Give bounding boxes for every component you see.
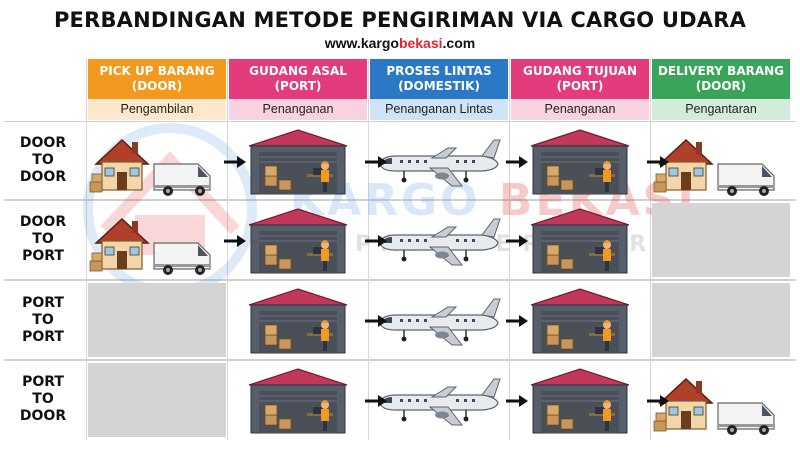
step-cell	[511, 203, 649, 277]
header-title-line1: GUDANG TUJUAN	[522, 64, 637, 78]
row-label-port-to-port: PORT TO PORT	[4, 295, 82, 346]
warehouse-icon	[248, 208, 348, 274]
warehouse-icon	[530, 288, 630, 354]
subheader-transit: Penanganan Lintas	[370, 99, 508, 120]
website-brand-b: bekasi	[398, 35, 443, 51]
header-delivery: DELIVERY BARANG (DOOR)	[652, 59, 790, 99]
row-label-line: TO	[32, 152, 54, 168]
warehouse-icon	[248, 288, 348, 354]
header-title-line2: (DOMESTIK)	[398, 79, 480, 93]
arrow-right-icon	[365, 315, 387, 327]
column-divider	[227, 59, 228, 440]
header-title-line1: DELIVERY BARANG	[657, 64, 785, 78]
step-cell	[370, 283, 508, 357]
header-title-line1: PICK UP BARANG	[99, 64, 215, 78]
website-prefix: www.	[324, 35, 361, 51]
step-cell	[88, 124, 226, 198]
step-cell	[229, 124, 367, 198]
website-suffix: .com	[442, 35, 476, 51]
page-title: PERBANDINGAN METODE PENGIRIMAN VIA CARGO…	[53, 8, 747, 32]
header-title-line2: (DOOR)	[131, 79, 183, 93]
row-label-line: PORT	[22, 374, 64, 390]
row-label-line: DOOR	[19, 408, 67, 424]
empty-cell	[652, 203, 790, 277]
row-divider	[4, 121, 796, 122]
row-label-door-to-door: DOOR TO DOOR	[4, 135, 82, 186]
airplane-icon	[379, 298, 501, 346]
step-cell	[88, 203, 226, 277]
header-pickup: PICK UP BARANG (DOOR)	[88, 59, 226, 99]
subheader-delivery: Pengantaran	[652, 99, 790, 120]
house-van-icon	[653, 377, 775, 435]
arrow-right-icon	[506, 156, 528, 168]
warehouse-icon	[530, 208, 630, 274]
header-transit: PROSES LINTAS (DOMESTIK)	[370, 59, 508, 99]
warehouse-icon	[530, 129, 630, 195]
arrow-right-icon	[506, 235, 528, 247]
step-cell	[229, 203, 367, 277]
warehouse-icon	[248, 129, 348, 195]
airplane-icon	[379, 378, 501, 426]
row-label-port-to-door: PORT TO DOOR	[4, 374, 82, 425]
row-label-line: TO	[32, 391, 54, 407]
row-label-line: TO	[32, 231, 54, 247]
column-divider	[86, 59, 87, 440]
arrow-right-icon	[365, 235, 387, 247]
airplane-icon	[379, 218, 501, 266]
step-cell	[229, 283, 367, 357]
arrow-right-icon	[365, 156, 387, 168]
step-cell	[511, 363, 649, 437]
arrow-right-icon	[506, 395, 528, 407]
row-label-line: DOOR	[19, 214, 67, 230]
airplane-icon	[379, 139, 501, 187]
empty-cell	[652, 283, 790, 357]
row-divider	[4, 199, 796, 201]
arrow-right-icon	[224, 156, 246, 168]
step-cell	[370, 203, 508, 277]
header-title-line1: GUDANG ASAL	[249, 64, 347, 78]
column-divider	[509, 59, 510, 440]
subheader-destination-warehouse: Penanganan	[511, 99, 649, 120]
row-divider	[4, 279, 796, 281]
step-cell	[511, 283, 649, 357]
row-label-line: PORT	[22, 295, 64, 311]
warehouse-icon	[530, 368, 630, 434]
warehouse-icon	[248, 368, 348, 434]
empty-cell	[88, 363, 226, 437]
house-van-icon	[89, 217, 211, 275]
row-divider	[4, 359, 796, 361]
row-label-line: TO	[32, 312, 54, 328]
header-destination-warehouse: GUDANG TUJUAN (PORT)	[511, 59, 649, 99]
row-label-line: DOOR	[19, 169, 67, 185]
row-label-door-to-port: DOOR TO PORT	[4, 214, 82, 265]
website-url: www.kargobekasi.com	[0, 35, 800, 51]
header-origin-warehouse: GUDANG ASAL (PORT)	[229, 59, 367, 99]
step-cell	[652, 124, 790, 198]
row-label-line: DOOR	[19, 135, 67, 151]
subheader-origin-warehouse: Penanganan	[229, 99, 367, 120]
step-cell	[652, 363, 790, 437]
header-title-line2: (PORT)	[274, 79, 322, 93]
arrow-right-icon	[647, 156, 669, 168]
step-cell	[229, 363, 367, 437]
subheader-pickup: Pengambilan	[88, 99, 226, 120]
header-title-line2: (PORT)	[556, 79, 604, 93]
arrow-right-icon	[647, 395, 669, 407]
empty-cell	[88, 283, 226, 357]
house-van-icon	[89, 138, 211, 196]
column-divider	[368, 59, 369, 440]
column-divider	[650, 59, 651, 440]
house-van-icon	[653, 138, 775, 196]
row-label-line: PORT	[22, 248, 64, 264]
row-label-line: PORT	[22, 329, 64, 345]
step-cell	[511, 124, 649, 198]
website-brand-a: kargo	[360, 35, 399, 51]
arrow-right-icon	[224, 235, 246, 247]
arrow-right-icon	[506, 315, 528, 327]
header-title-line1: PROSES LINTAS	[386, 64, 492, 78]
step-cell	[370, 124, 508, 198]
arrow-right-icon	[365, 395, 387, 407]
header-title-line2: (DOOR)	[695, 79, 747, 93]
step-cell	[370, 363, 508, 437]
